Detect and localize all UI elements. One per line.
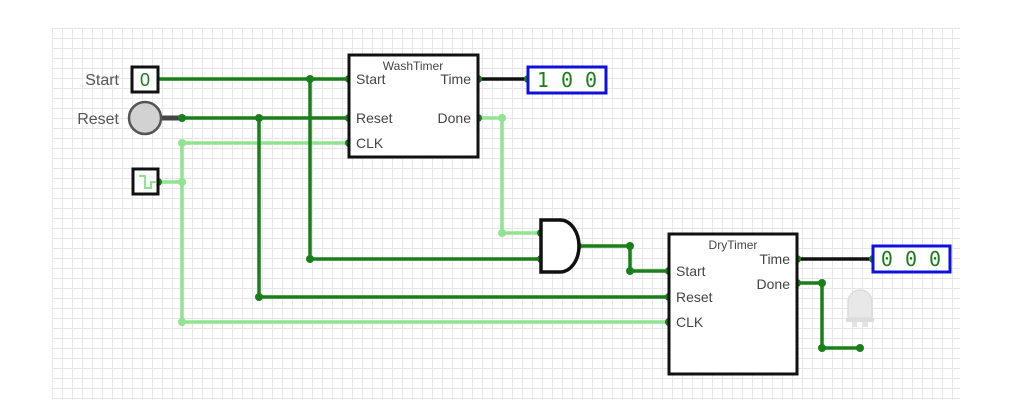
junction-dot: [178, 114, 186, 122]
wire-clock-to-drytimer[interactable]: [180, 180, 671, 324]
start-label: Start: [85, 72, 119, 89]
washtimer-pin-time: Time: [440, 71, 471, 87]
drytimer-pin-clk: CLK: [676, 314, 704, 330]
drytimer-pin-start: Start: [676, 263, 706, 279]
washtimer-title: WashTimer: [383, 59, 443, 73]
junction-dot: [818, 344, 826, 352]
washtimer-display: 1 0 0: [526, 65, 608, 95]
junction-dot: [178, 139, 186, 147]
start-toggle-value: 0: [140, 70, 150, 90]
junction-dot: [856, 344, 864, 352]
breadboard-grid: [52, 28, 960, 400]
reset-button[interactable]: [127, 100, 163, 136]
drytimer-pin-time: Time: [759, 251, 790, 267]
washtimer-block[interactable]: WashTimer Start Reset CLK Time Done: [347, 53, 480, 159]
junction-dot: [626, 242, 634, 250]
junction-dot: [306, 255, 314, 263]
junction-dot: [255, 293, 263, 301]
drytimer-block[interactable]: DryTimer Start Reset CLK Time Done: [667, 232, 799, 376]
drytimer-display: 0 0 0: [871, 244, 952, 274]
junction-dot: [306, 75, 314, 83]
washtimer-pin-done: Done: [438, 110, 472, 126]
drytimer-pin-reset: Reset: [676, 289, 713, 305]
wire-drydone-to-led[interactable]: [795, 281, 862, 350]
wire-clock-to-washtimer[interactable]: [156, 141, 351, 184]
washtimer-pin-clk: CLK: [356, 135, 384, 151]
drytimer-pin-done: Done: [757, 276, 791, 292]
washtimer-pin-start: Start: [356, 71, 386, 87]
wire-and-to-drytimer[interactable]: [576, 244, 671, 273]
junction-dot: [178, 178, 186, 186]
wire-washdone-to-and[interactable]: [476, 116, 543, 235]
junction-dot: [178, 318, 186, 326]
drytimer-display-value: 0 0 0: [881, 247, 941, 271]
clock-input[interactable]: [131, 167, 160, 196]
junction-dot: [498, 229, 506, 237]
washtimer-display-value: 1 0 0: [537, 68, 597, 92]
clock-wave-icon: [139, 175, 156, 189]
washtimer-pin-reset: Reset: [356, 110, 393, 126]
junction-dot: [255, 114, 263, 122]
junction-dot: [818, 279, 826, 287]
and-gate[interactable]: [539, 218, 581, 274]
start-toggle[interactable]: 0: [130, 65, 160, 94]
junction-dot: [626, 267, 634, 275]
reset-label: Reset: [77, 111, 119, 128]
junction-dot: [498, 114, 506, 122]
led-bulb-icon: [846, 289, 874, 327]
drytimer-title: DryTimer: [709, 238, 758, 252]
